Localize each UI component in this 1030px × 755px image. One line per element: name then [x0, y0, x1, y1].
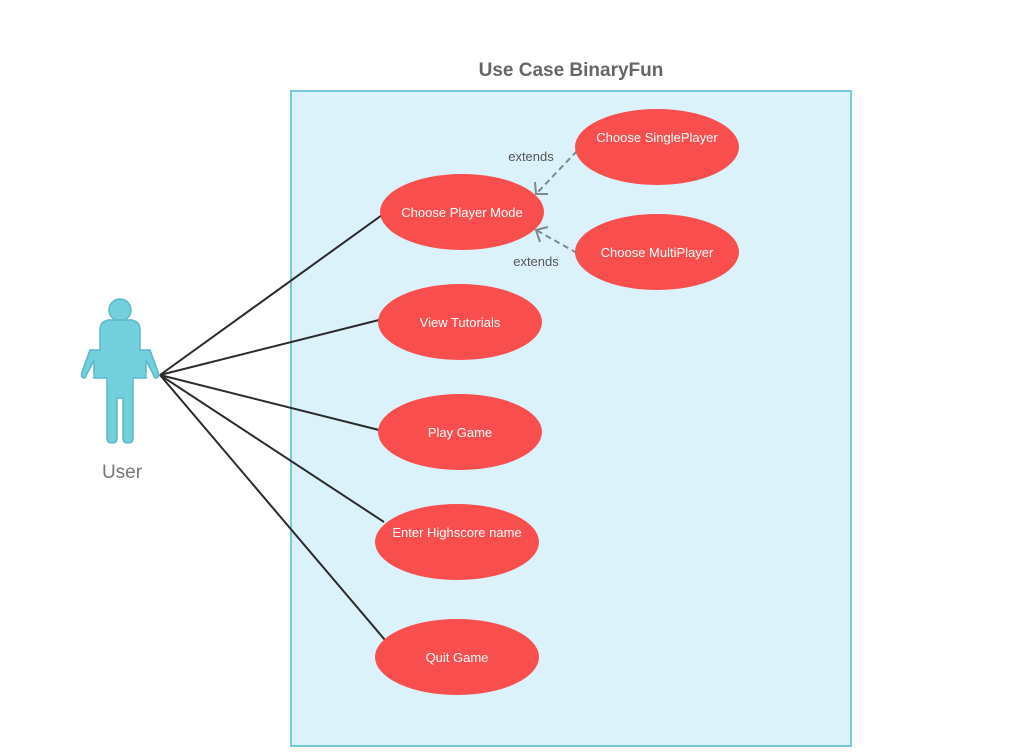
use-case-label: View Tutorials: [420, 315, 501, 330]
diagram-title: Use Case BinaryFun: [479, 60, 664, 81]
association-play-game: [159, 374, 380, 431]
use-case-ellipse: [575, 214, 739, 290]
person-icon: [80, 298, 160, 444]
use-case-quit-game[interactable]: Quit Game: [375, 619, 539, 695]
use-case-choose-player-mode[interactable]: Choose Player Mode: [380, 174, 544, 250]
use-case-ellipse: [375, 619, 539, 695]
association-choose-player-mode: [159, 214, 383, 376]
use-case-ellipse: [375, 504, 539, 580]
extend-label-singleplayer: extends: [508, 149, 554, 164]
association-enter-highscore-name: [159, 374, 385, 523]
actor-user[interactable]: User: [80, 298, 160, 483]
use-case-choose-singleplayer[interactable]: Choose SinglePlayer: [575, 109, 739, 185]
system-boundary: [290, 90, 852, 747]
use-case-label: Play Game: [428, 425, 492, 440]
actor-label: User: [102, 462, 143, 483]
extend-relations: [534, 150, 578, 254]
extend-label-multiplayer: extends: [513, 254, 559, 269]
use-case-label: Quit Game: [426, 650, 489, 665]
use-case-ellipse: [380, 174, 544, 250]
use-case-view-tutorials[interactable]: View Tutorials: [378, 284, 542, 360]
use-case-label: Enter Highscore name: [392, 525, 521, 540]
extend-arrowhead-singleplayer: [534, 181, 548, 195]
use-case-label: Choose SinglePlayer: [596, 130, 718, 145]
use-case-choose-multiplayer[interactable]: Choose MultiPlayer: [575, 214, 739, 290]
use-case-ellipse: [378, 394, 542, 470]
extend-arrowhead-multiplayer: [534, 226, 549, 243]
use-case-ellipse: [575, 109, 739, 185]
use-case-play-game[interactable]: Play Game: [378, 394, 542, 470]
association-quit-game: [159, 374, 386, 641]
extend-line-multiplayer: [535, 229, 578, 254]
use-case-enter-highscore-name[interactable]: Enter Highscore name: [375, 504, 539, 580]
use-case-ellipse: [378, 284, 542, 360]
use-case-label: Choose Player Mode: [401, 205, 522, 220]
use-case-label: Choose MultiPlayer: [601, 245, 714, 260]
association-lines: [159, 214, 386, 641]
association-view-tutorials: [159, 319, 380, 376]
